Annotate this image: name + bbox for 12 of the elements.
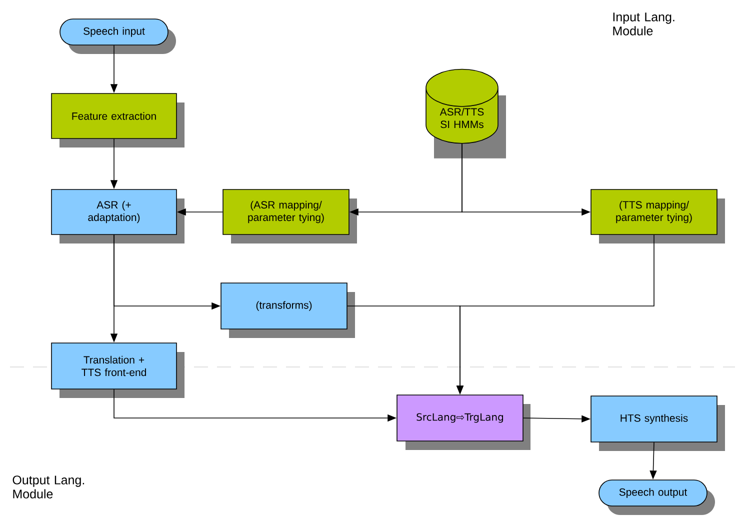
process-box: HTS synthesis (590, 396, 725, 451)
process-box: (TTS mapping/ parameter tying) (590, 189, 725, 244)
process-box: (transforms) (220, 282, 355, 338)
region-label: Output Lang. Module (12, 476, 84, 498)
terminal-oval: Speech input (60, 18, 176, 54)
process-box: Translation + TTS front-end (51, 342, 184, 398)
process-box: ASR (+ adaptation) (51, 189, 184, 244)
region-label: Input Lang. Module (613, 12, 674, 36)
process-box: Feature extraction (51, 93, 184, 148)
process-box: SrcLang⇨TrgLang (396, 394, 530, 450)
process-box: (ASR mapping/ parameter tying) (222, 189, 357, 244)
terminal-oval: Speech output (598, 480, 715, 515)
